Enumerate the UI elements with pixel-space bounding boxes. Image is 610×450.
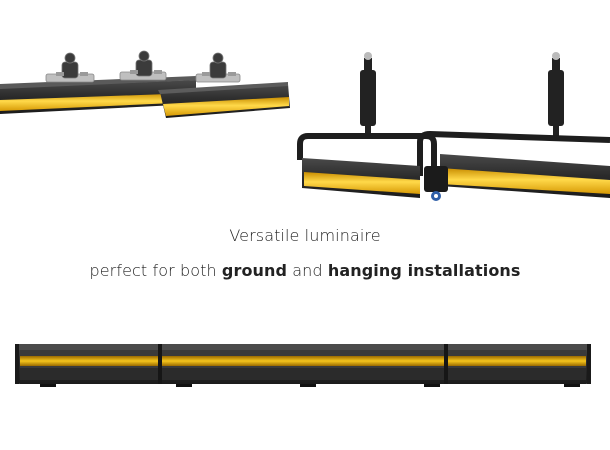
caption-line-2-prefix: perfect for both — [89, 261, 222, 280]
ground-mount-luminaires — [0, 50, 290, 118]
caption-hanging-bold: hanging installations — [327, 261, 521, 280]
caption-line-2: perfect for both ground and hanging inst… — [0, 261, 610, 280]
caption-line-2-mid: and — [287, 261, 328, 280]
linear-bar-luminaire — [15, 344, 591, 387]
caption-ground-bold: ground — [221, 261, 288, 280]
caption-line-1: Versatile luminaire — [229, 226, 381, 245]
hanging-luminaires — [297, 52, 610, 201]
